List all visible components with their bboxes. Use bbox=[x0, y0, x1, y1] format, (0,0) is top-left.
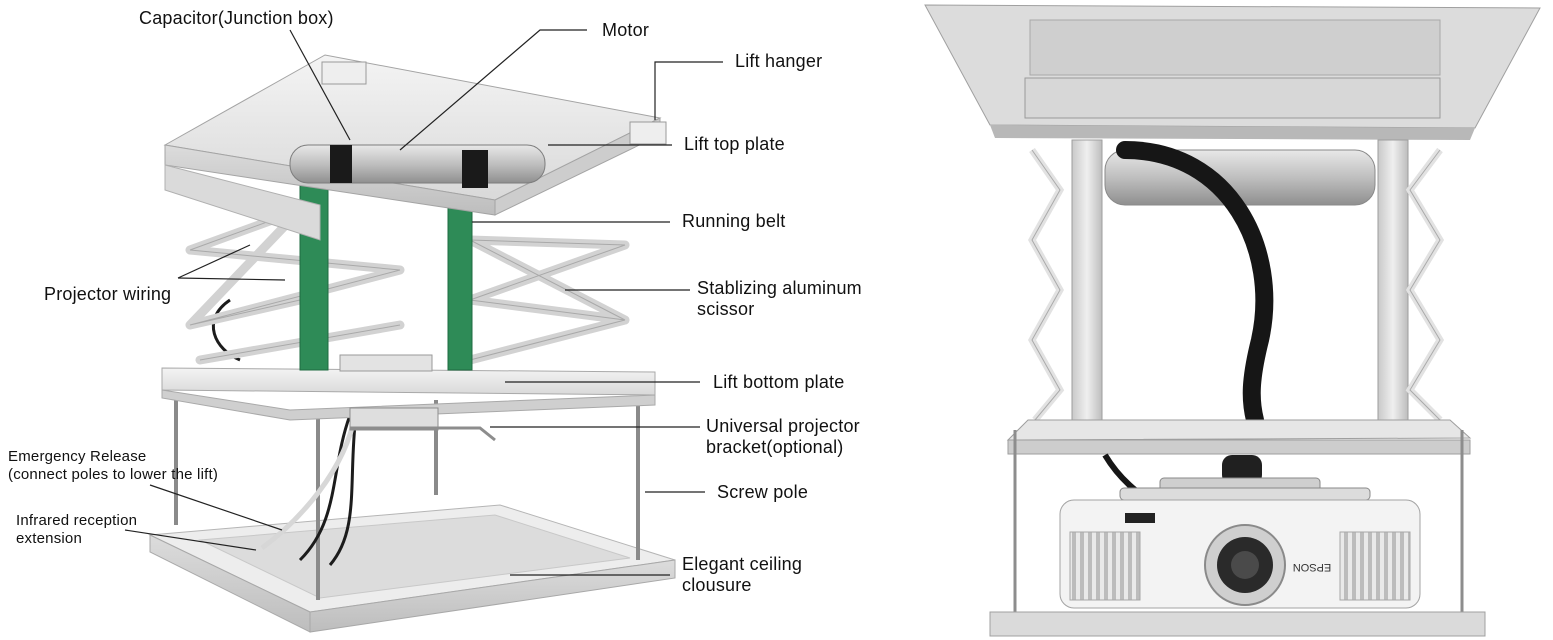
leader-lines bbox=[124, 29, 723, 576]
label-lift-bottom-plate: Lift bottom plate bbox=[713, 372, 845, 392]
label-motor: Motor bbox=[602, 20, 650, 40]
label-lift-hanger: Lift hanger bbox=[735, 51, 823, 71]
label-bracket-line1: Universal projector bbox=[706, 416, 860, 436]
scissor-arms bbox=[185, 205, 630, 365]
projector-mount bbox=[1119, 455, 1371, 501]
label-emergency-line2: (connect poles to lower the lift) bbox=[8, 466, 219, 483]
label-capacitor: Capacitor(Junction box) bbox=[139, 8, 334, 28]
cable-chain bbox=[1116, 141, 1274, 429]
aluminum-columns bbox=[1071, 139, 1409, 421]
projector bbox=[1059, 499, 1421, 609]
projector-bracket bbox=[339, 354, 496, 442]
label-infrared-line1: Infrared reception bbox=[16, 512, 138, 529]
label-screw-pole: Screw pole bbox=[717, 482, 809, 502]
motor bbox=[289, 144, 546, 188]
label-bracket-line2: bracket(optional) bbox=[706, 437, 844, 457]
left-lift-illustration bbox=[148, 54, 676, 633]
label-scissor-line1: Stablizing aluminum bbox=[697, 278, 862, 298]
label-emergency-line1: Emergency Release bbox=[8, 448, 147, 465]
label-scissor-line2: scissor bbox=[697, 299, 755, 319]
label-infrared-line2: extension bbox=[16, 530, 83, 547]
projector-brand: EPSON bbox=[1293, 561, 1332, 573]
label-ceiling-line1: Elegant ceiling bbox=[682, 554, 803, 574]
label-ceiling-line2: clousure bbox=[682, 575, 752, 595]
label-projector-wiring: Projector wiring bbox=[44, 284, 172, 304]
lift-hangers bbox=[321, 61, 667, 145]
label-lift-top-plate: Lift top plate bbox=[684, 134, 785, 154]
label-running-belt: Running belt bbox=[682, 211, 786, 231]
right-installed-lift-illustration: EPSON bbox=[924, 4, 1541, 637]
right-bottom-plate bbox=[1006, 419, 1472, 441]
right-ceiling-closure bbox=[989, 611, 1486, 637]
